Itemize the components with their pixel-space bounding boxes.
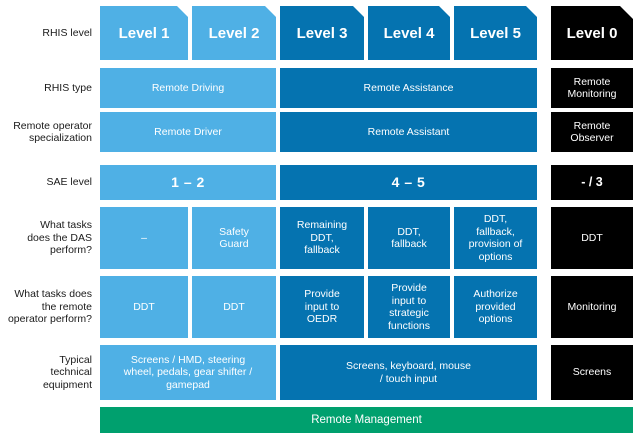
specialization-remote-driver[interactable]: Remote Driver [100, 112, 276, 152]
das-tasks-level-4[interactable]: DDT, fallback [368, 207, 450, 269]
operator-tasks-level-1[interactable]: DDT [100, 276, 188, 338]
equipment-assistance[interactable]: Screens, keyboard, mouse / touch input [280, 345, 537, 400]
row-label-specialization: Remote operator specialization [13, 119, 92, 145]
rhis-type-remote-driving[interactable]: Remote Driving [100, 68, 276, 108]
header-level-5[interactable]: Level 5 [454, 6, 537, 60]
operator-tasks-level-2[interactable]: DDT [192, 276, 276, 338]
row-label-equipment: Typical technical equipment [42, 353, 92, 391]
header-level-0[interactable]: Level 0 [551, 6, 633, 60]
remote-management-bar[interactable]: Remote Management [100, 407, 633, 433]
row-label-rhis-level: RHIS level [42, 26, 92, 39]
row-label-das-tasks: What tasks does the DAS perform? [27, 219, 92, 257]
operator-tasks-level-5[interactable]: Authorize provided options [454, 276, 537, 338]
specialization-remote-assistant[interactable]: Remote Assistant [280, 112, 537, 152]
operator-tasks-level-0[interactable]: Monitoring [551, 276, 633, 338]
equipment-driving[interactable]: Screens / HMD, steering wheel, pedals, g… [100, 345, 276, 400]
das-tasks-level-5[interactable]: DDT, fallback, provision of options [454, 207, 537, 269]
specialization-remote-observer[interactable]: Remote Observer [551, 112, 633, 152]
das-tasks-level-1[interactable]: – [100, 207, 188, 269]
row-label-sae-level: SAE level [46, 176, 92, 189]
rhis-type-remote-assistance[interactable]: Remote Assistance [280, 68, 537, 108]
operator-tasks-level-4[interactable]: Provide input to strategic functions [368, 276, 450, 338]
rhis-type-remote-monitoring[interactable]: Remote Monitoring [551, 68, 633, 108]
header-level-2[interactable]: Level 2 [192, 6, 276, 60]
equipment-monitoring[interactable]: Screens [551, 345, 633, 400]
operator-tasks-level-3[interactable]: Provide input to OEDR [280, 276, 364, 338]
das-tasks-level-3[interactable]: Remaining DDT, fallback [280, 207, 364, 269]
row-label-operator-tasks: What tasks does the remote operator perf… [7, 288, 92, 326]
sae-level-assistance[interactable]: 4 – 5 [280, 165, 537, 200]
das-tasks-level-2[interactable]: Safety Guard [192, 207, 276, 269]
header-level-1[interactable]: Level 1 [100, 6, 188, 60]
header-level-3[interactable]: Level 3 [280, 6, 364, 60]
row-label-rhis-type: RHIS type [44, 81, 92, 94]
header-level-4[interactable]: Level 4 [368, 6, 450, 60]
sae-level-monitoring[interactable]: - / 3 [551, 165, 633, 200]
das-tasks-level-0[interactable]: DDT [551, 207, 633, 269]
sae-level-driving[interactable]: 1 – 2 [100, 165, 276, 200]
